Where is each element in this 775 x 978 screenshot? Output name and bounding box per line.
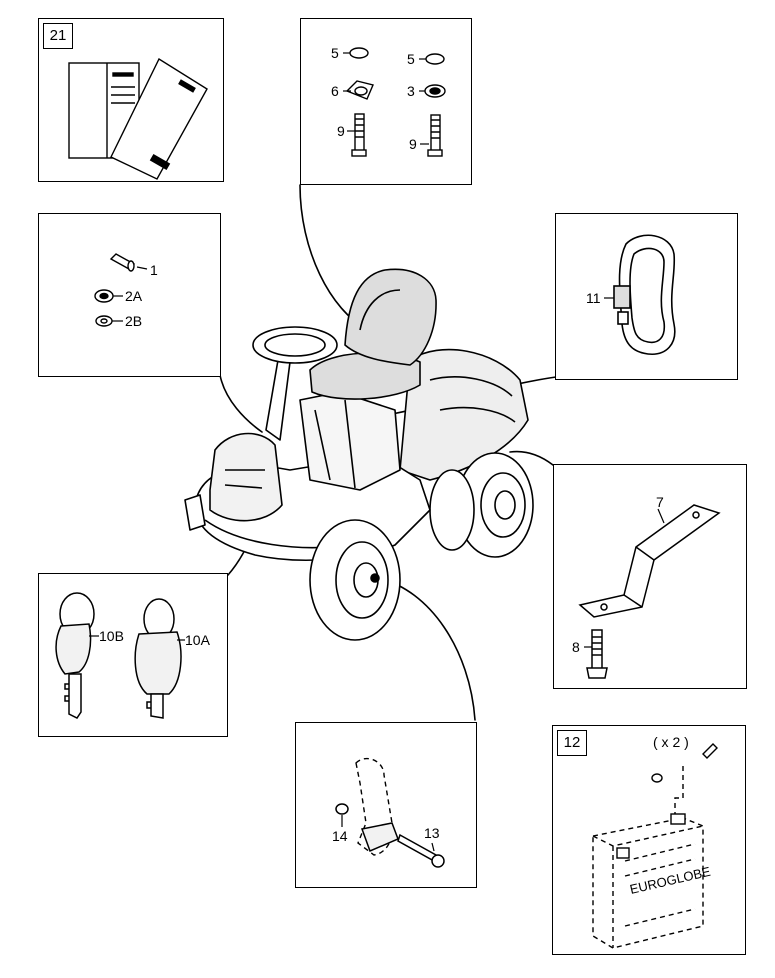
part-label-5-left: 5 [331,45,339,61]
seat-hardware-panel: 5 6 9 5 3 9 [300,18,472,185]
part-label-5-right: 5 [407,51,415,67]
bracket-drawing: 7 8 [572,494,721,679]
part-label-9-left: 9 [337,123,345,139]
part-label-10a: 10A [185,632,211,648]
part-label-9-right: 9 [409,136,417,152]
seat-hardware-drawing: 5 6 9 5 3 9 [331,45,446,157]
wheel-bolt-drawing: 14 13 [332,757,445,868]
keys-drawing: 10B 10A [55,592,211,719]
battery-panel: 12 ( x 2 ) EUROGLOBE [552,725,746,955]
part-label-14: 14 [332,828,348,844]
part-label-7: 7 [656,494,664,510]
steering-parts-drawing: 1 2A 2B [94,253,158,329]
manuals-panel: 21 [38,18,224,182]
panel-number: 12 [557,730,587,756]
part-label-2b: 2B [125,313,142,329]
keys-panel: 10B 10A [38,573,228,737]
part-label-1: 1 [150,262,158,278]
handle-panel: 11 [555,213,738,380]
battery-brand: EUROGLOBE [628,864,712,897]
bracket-panel: 7 8 [553,464,747,689]
quantity-label: ( x 2 ) [653,734,689,750]
part-label-3: 3 [407,83,415,99]
leader-line-steering [219,374,263,433]
mower-illustration [184,268,534,641]
part-label-2a: 2A [125,288,143,304]
part-label-11: 11 [586,290,601,306]
wheel-bolt-panel: 14 13 [295,722,477,888]
handle-drawing: 11 [586,234,676,355]
steering-parts-panel: 1 2A 2B [38,213,221,377]
part-label-6: 6 [331,83,339,99]
panel-number: 21 [43,23,73,49]
part-label-10b: 10B [99,628,124,644]
part-label-13: 13 [424,825,440,841]
leader-line-bracket [509,450,554,466]
part-label-8: 8 [572,639,580,655]
manual-booklets-icon [68,57,208,180]
battery-drawing: EUROGLOBE [592,743,718,949]
